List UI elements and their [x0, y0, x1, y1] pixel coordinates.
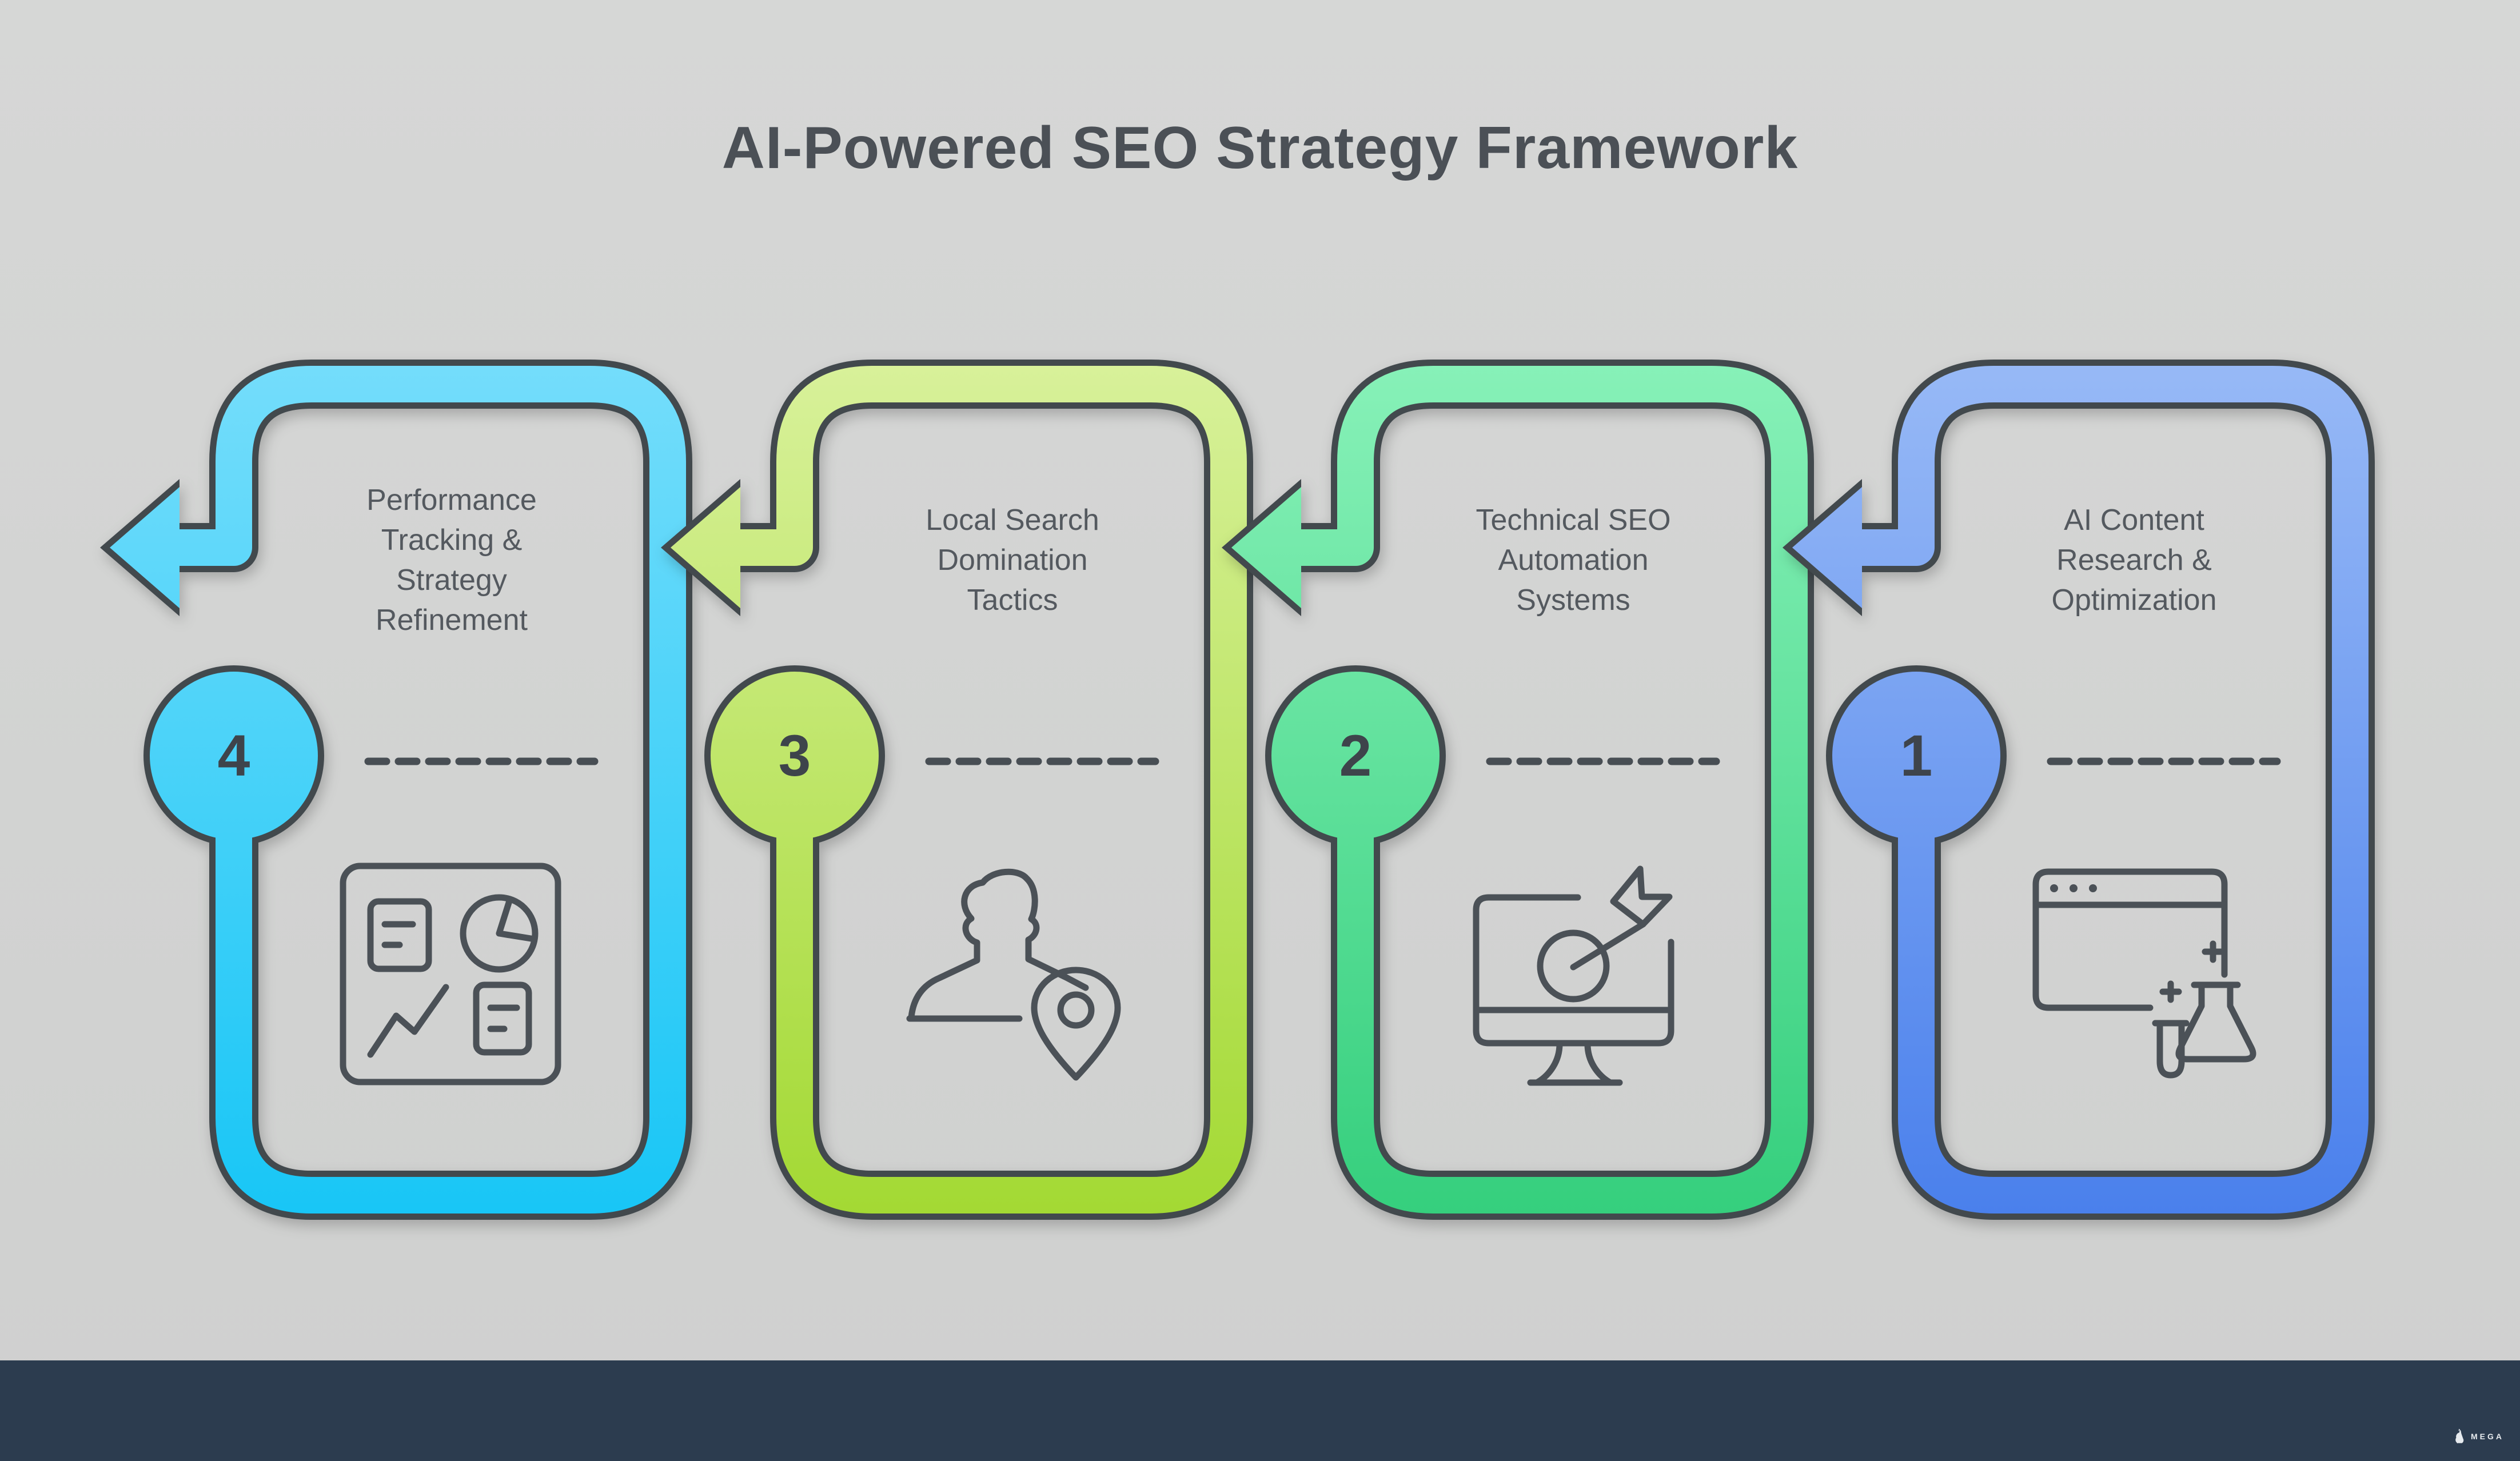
- loop-track: [1300, 366, 1808, 1213]
- step-circle: [150, 672, 318, 840]
- step-card-4: [100, 360, 692, 1220]
- flow-arrow: [671, 487, 740, 608]
- footer-bar: MEGA: [0, 1360, 2520, 1461]
- loop-track: [1861, 366, 2369, 1213]
- step-number-2: 2: [1339, 722, 1372, 788]
- flow-arrow: [110, 487, 180, 608]
- page-title: AI-Powered SEO Strategy Framework: [721, 115, 1799, 181]
- step-circle: [1271, 672, 1440, 840]
- step-number-1: 1: [1900, 722, 1933, 788]
- flow-arrow: [1231, 487, 1301, 608]
- monitor-target-icon: [1473, 865, 1674, 1086]
- step-title-1: AI Content Research & Optimization: [2051, 504, 2217, 617]
- step-title-2: Technical SEO Automation Systems: [1476, 504, 1671, 617]
- analytics-dashboard-icon: [340, 863, 561, 1085]
- flow-arrow: [1792, 487, 1862, 608]
- brand-logo: MEGA: [2454, 1428, 2504, 1444]
- brand-logo-text: MEGA: [2471, 1431, 2504, 1441]
- loop-track: [178, 366, 686, 1213]
- step-number-3: 3: [778, 722, 811, 788]
- loop-track: [739, 366, 1247, 1213]
- step-title-3: Local Search Domination Tactics: [926, 504, 1099, 617]
- step-circle: [1832, 672, 2000, 840]
- step-circle: [711, 672, 879, 840]
- wizard-logo-icon: [2455, 1428, 2464, 1444]
- step-card-2: [1222, 360, 1814, 1220]
- step-card-3: [661, 360, 1253, 1220]
- step-title-4: Performance Tracking & Strategy Refineme…: [366, 484, 537, 637]
- step-number-4: 4: [217, 722, 250, 788]
- person-location-icon: [906, 868, 1121, 1081]
- step-card-1: [1783, 360, 2375, 1220]
- browser-flask-icon: [2032, 868, 2256, 1079]
